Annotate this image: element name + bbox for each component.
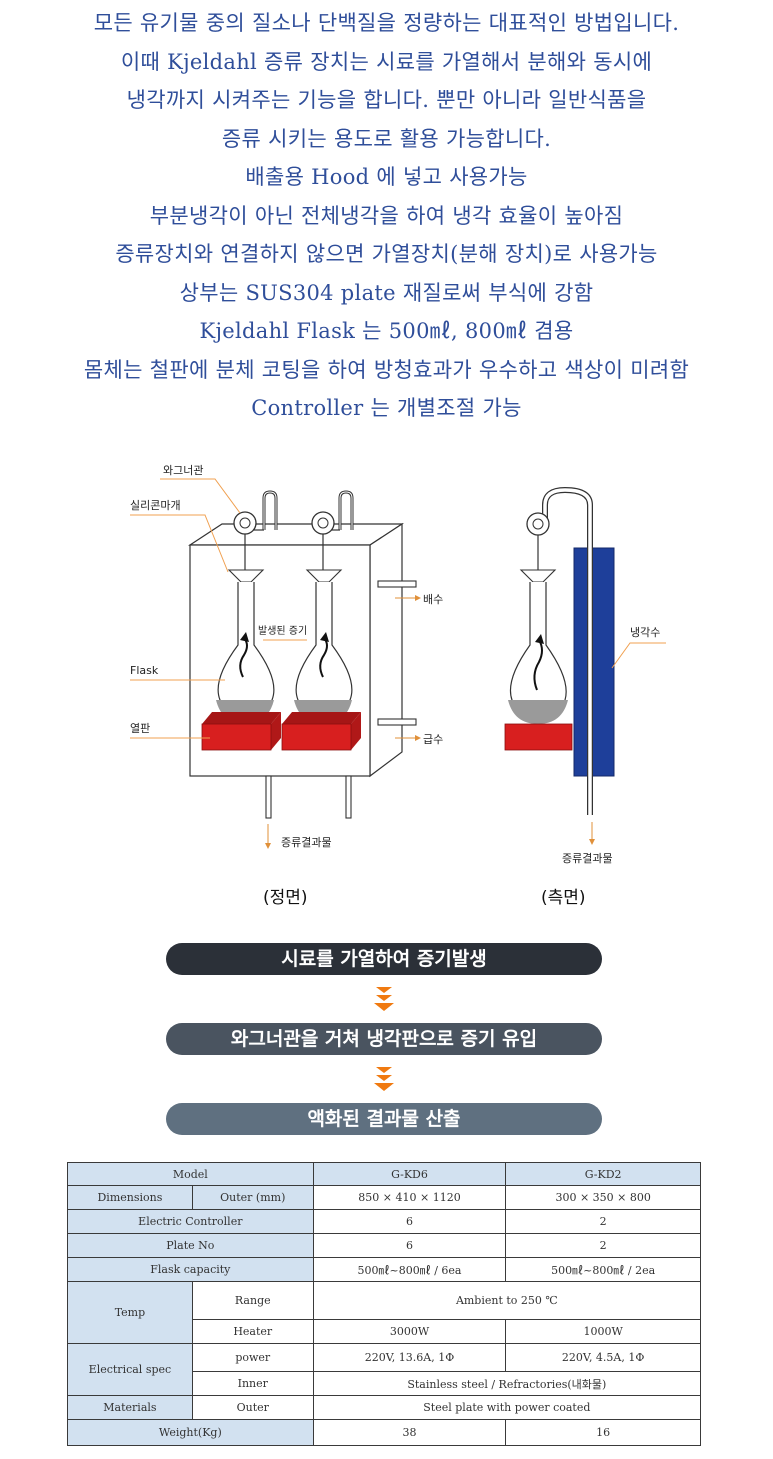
table-row: Plate No 6 2 xyxy=(67,1233,701,1258)
row-label-inner: Inner xyxy=(191,1371,314,1396)
spec-table: Model G-KD6 G-KD2 Dimensions Outer (mm) … xyxy=(67,1162,702,1446)
cell: 220V, 13.6A, 1Φ xyxy=(312,1343,507,1372)
label-vapor: 발생된 증기 xyxy=(258,625,307,637)
header-model-kd2: G-KD2 xyxy=(505,1162,701,1186)
cell: 500㎖~800㎖ / 6ea xyxy=(312,1257,507,1282)
table-row: Electrical spec power 220V, 13.6A, 1Φ 22… xyxy=(67,1343,701,1396)
caption-front: (정면) xyxy=(263,888,308,908)
cell: 2 xyxy=(505,1233,701,1258)
label-flask: Flask xyxy=(130,664,159,677)
cell: 6 xyxy=(312,1209,507,1234)
label-drain: 배수 xyxy=(423,593,443,606)
header-model: Model xyxy=(67,1162,314,1186)
cell: 38 xyxy=(312,1419,507,1446)
table-row: Electric Controller 6 2 xyxy=(67,1209,701,1234)
row-label-dimensions: Dimensions xyxy=(67,1185,193,1210)
row-label-electrical: Electrical spec xyxy=(67,1343,193,1396)
label-distillate-front: 증류결과물 xyxy=(281,836,332,849)
cell: 6 xyxy=(312,1233,507,1258)
row-label-plate: Plate No xyxy=(67,1233,314,1258)
caption-side: (측면) xyxy=(541,888,586,908)
intro-line: 모든 유기물 중의 질소나 단백질을 정량하는 대표적인 방법입니다. xyxy=(93,11,680,35)
label-cooling-water: 냉각수 xyxy=(630,626,660,639)
intro-line: 몸체는 철판에 분체 코팅을 하여 방청효과가 우수하고 색상이 미려함 xyxy=(83,357,690,382)
label-water-supply: 급수 xyxy=(423,733,443,746)
down-arrows-icon xyxy=(374,987,394,1011)
flow-step: 와그너관을 거쳐 냉각판으로 증기 유입 xyxy=(166,1023,602,1055)
intro-line: 부분냉각이 아닌 전체냉각을 하여 냉각 효율이 높아짐 xyxy=(149,203,624,228)
table-row: Materials Outer Steel plate with power c… xyxy=(67,1395,702,1420)
intro-line: 이때 Kjeldahl 증류 장치는 시료를 가열해서 분해와 동시에 xyxy=(120,49,653,74)
cell: Steel plate with power coated xyxy=(312,1395,702,1420)
table-row: Temp Range Ambient to 250 ℃ xyxy=(67,1281,702,1344)
cell: Ambient to 250 ℃ xyxy=(312,1281,702,1320)
intro-line: Kjeldahl Flask 는 500㎖, 800㎖ 겸용 xyxy=(199,319,574,343)
label-wagner-tube: 와그너관 xyxy=(163,464,203,477)
row-label-controller: Electric Controller xyxy=(67,1209,314,1234)
apparatus-diagram: 와그너관 실리콘마개 Flask 열판 발생된 증기 배수 급수 증류결과물 냉… xyxy=(130,464,666,908)
hot-plates xyxy=(201,712,361,751)
intro-line: 상부는 SUS304 plate 재질로써 부식에 강함 xyxy=(179,280,594,305)
flow-step: 시료를 가열하여 증기발생 xyxy=(166,943,602,975)
cell: 3000W xyxy=(312,1319,507,1344)
row-label-weight: Weight(Kg) xyxy=(67,1419,314,1446)
down-arrows-icon xyxy=(374,1067,394,1091)
table-row: Weight(Kg) 38 16 xyxy=(67,1419,701,1446)
intro-line: Controller 는 개별조절 가능 xyxy=(251,396,522,420)
row-label-temp: Temp xyxy=(67,1281,193,1344)
cell: 1000W xyxy=(505,1319,701,1344)
intro-line: 냉각까지 시켜주는 기능을 합니다. 뿐만 아니라 일반식품을 xyxy=(126,88,647,112)
flask-right xyxy=(294,490,354,725)
cell: 500㎖~800㎖ / 2ea xyxy=(505,1257,701,1282)
row-label-outer-mm: Outer (mm) xyxy=(191,1185,314,1210)
row-label-heater: Heater xyxy=(191,1319,314,1344)
table-row: Inner Stainless steel / Refractories(내화물… xyxy=(68,1371,702,1396)
label-hot-plate: 열판 xyxy=(130,722,150,735)
label-distillate-side: 증류결과물 xyxy=(562,852,613,865)
cell: 2 xyxy=(505,1209,701,1234)
process-flow: 시료를 가열하여 증기발생 와그너관을 거쳐 냉각판으로 증기 유입 액화된 결… xyxy=(0,938,773,1138)
flow-step: 액화된 결과물 산출 xyxy=(166,1103,602,1135)
row-label-outer: Outer xyxy=(191,1395,314,1420)
row-label-flask: Flask capacity xyxy=(67,1257,314,1282)
cell: 850 × 410 × 1120 xyxy=(312,1185,507,1210)
intro-line: 증류 시키는 용도로 활용 가능합니다. xyxy=(221,126,552,151)
header-model-kd6: G-KD6 xyxy=(312,1162,507,1186)
intro-text: 모든 유기물 중의 질소나 단백질을 정량하는 대표적인 방법입니다. 이때 K… xyxy=(0,4,773,428)
cell: 16 xyxy=(505,1419,701,1446)
intro-line: 증류장치와 연결하지 않으면 가열장치(분해 장치)로 사용가능 xyxy=(115,242,658,266)
table-row: Model G-KD6 G-KD2 xyxy=(67,1162,701,1186)
table-row: Flask capacity 500㎖~800㎖ / 6ea 500㎖~800㎖… xyxy=(67,1257,701,1282)
row-label-materials: Materials xyxy=(67,1395,193,1420)
side-view xyxy=(504,486,615,815)
cell: 300 × 350 × 800 xyxy=(505,1185,701,1210)
cell: 220V, 4.5A, 1Φ xyxy=(505,1343,701,1372)
intro-line: 배출용 Hood 에 넣고 사용가능 xyxy=(245,165,528,189)
side-pipes xyxy=(377,580,417,726)
flow-arrows xyxy=(265,595,595,849)
leader-lines xyxy=(130,478,666,739)
table-row: Dimensions Outer (mm) 850 × 410 × 1120 3… xyxy=(67,1185,701,1210)
outlet-pipes xyxy=(265,775,352,819)
flask-left xyxy=(216,490,278,725)
row-label-power: power xyxy=(191,1343,314,1372)
label-silicone-stopper: 실리콘마개 xyxy=(130,499,181,512)
cell: Stainless steel / Refractories(내화물) xyxy=(312,1371,702,1396)
row-label-range: Range xyxy=(191,1281,314,1320)
